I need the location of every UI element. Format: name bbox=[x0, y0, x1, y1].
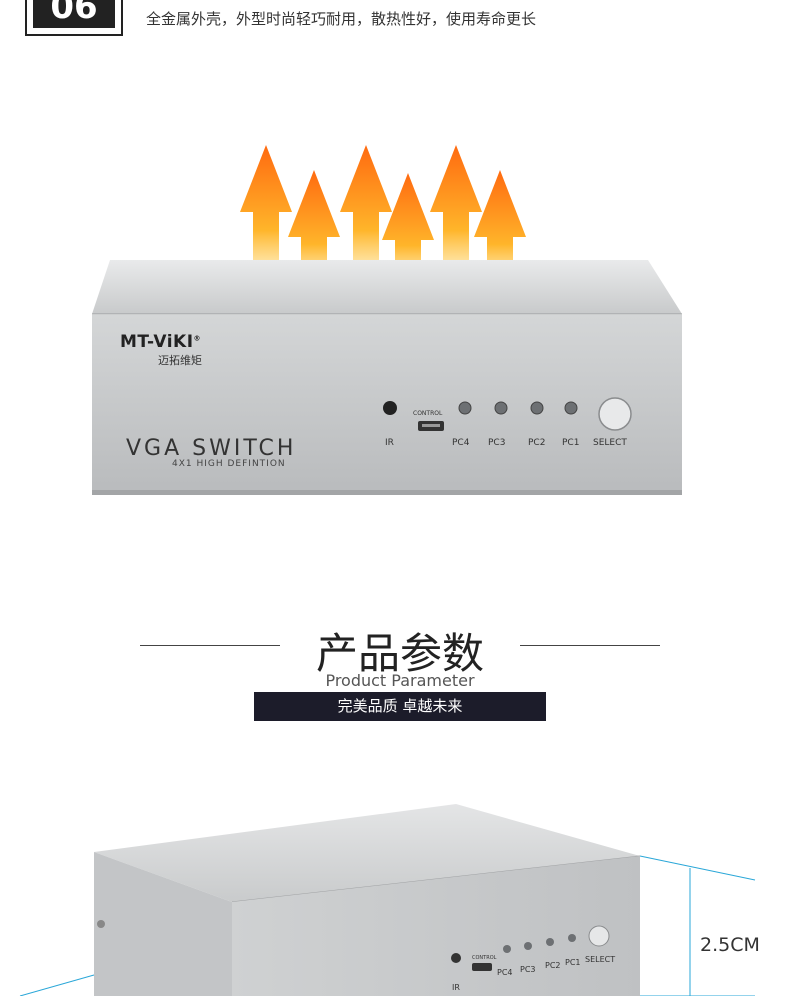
control-port-label-angle: CONTROL bbox=[472, 955, 497, 961]
height-dimension-label: 2.5CM bbox=[700, 934, 760, 956]
product-title: VGA SWITCH bbox=[126, 436, 297, 461]
led-pc2-icon bbox=[546, 938, 554, 946]
height-dimension-lines bbox=[19, 855, 756, 996]
ir-label: IR bbox=[385, 438, 394, 448]
port-label-pc4: PC4 bbox=[452, 438, 470, 448]
product-subtitle: 4X1 HIGH DEFINTION bbox=[172, 459, 286, 469]
ir-receiver-icon bbox=[451, 953, 461, 963]
feature-tagline: 全金属外壳，外型时尚轻巧耐用，散热性好，使用寿命更长 bbox=[146, 10, 537, 28]
select-button-icon bbox=[588, 925, 610, 947]
section-title: 产品参数 bbox=[315, 629, 484, 678]
port-label-pc1: PC1 bbox=[562, 438, 580, 448]
control-port-label: CONTROL bbox=[413, 410, 443, 417]
brand-logo: MT-ViKI® bbox=[120, 332, 202, 352]
port-label-pc2: PC2 bbox=[528, 438, 546, 448]
brand-chinese-name: 迈拓维矩 bbox=[158, 354, 202, 367]
section-number-badge: 06 bbox=[25, 0, 123, 36]
port-label-pc3-angle: PC3 bbox=[520, 965, 536, 974]
port-label-pc2-angle: PC2 bbox=[545, 961, 561, 970]
select-label-angle: SELECT bbox=[585, 955, 616, 964]
port-label-pc3: PC3 bbox=[488, 438, 506, 448]
badge-number: 06 bbox=[33, 0, 115, 28]
section-banner: 完美品质 卓越未来 bbox=[254, 692, 546, 721]
led-pc4-icon bbox=[503, 945, 511, 953]
heading-rule-left bbox=[140, 645, 280, 646]
section-subtitle: Product Parameter bbox=[325, 671, 475, 690]
heading-rule-right bbox=[520, 645, 660, 646]
control-port-icon bbox=[472, 963, 492, 971]
led-pc1-icon bbox=[568, 934, 576, 942]
led-pc3-icon bbox=[524, 942, 532, 950]
ir-label-angle: IR bbox=[452, 983, 460, 992]
port-label-pc1-angle: PC1 bbox=[565, 958, 581, 967]
port-label-pc4-angle: PC4 bbox=[497, 968, 513, 977]
select-label: SELECT bbox=[593, 438, 627, 448]
